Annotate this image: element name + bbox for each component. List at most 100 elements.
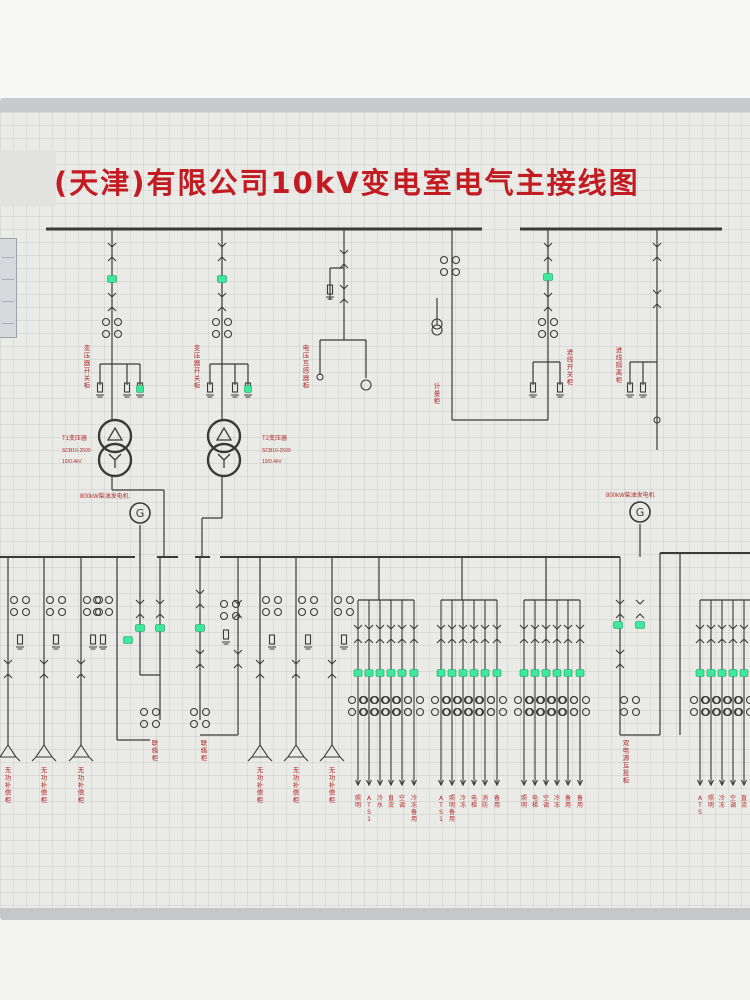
reactive-comp-6-label: 无功补偿柜 <box>329 766 336 804</box>
group2-feeder-label: 冷冻 <box>460 794 466 809</box>
breaker-symbol <box>458 624 468 644</box>
arrester-symbol <box>340 634 348 650</box>
breaker-symbol <box>652 242 662 262</box>
breaker-symbol <box>195 649 205 669</box>
svg-text:G: G <box>636 506 645 519</box>
feeder-arrow-symbol <box>521 779 527 787</box>
pt-symbol <box>360 379 372 391</box>
breaker-symbol <box>233 599 243 619</box>
arrester-symbol <box>231 382 239 398</box>
current-transformer-symbol <box>139 707 161 729</box>
current-transformer-symbol <box>569 695 591 717</box>
voltage-transformer-label: 电压互感器柜 <box>303 343 310 390</box>
feeder-arrow-symbol <box>741 779 747 787</box>
group1-feeder-label: 照明 <box>355 795 361 809</box>
arrester-symbol <box>326 284 334 300</box>
group2-feeder-label: 照明备用 <box>449 795 455 823</box>
breaker-status-indicator <box>695 669 705 677</box>
breaker-symbol <box>519 624 529 644</box>
group3-feeder-label: 备用 <box>577 794 583 809</box>
current-transformer-symbol <box>711 695 733 717</box>
breaker-symbol <box>706 624 716 644</box>
svg-text:G: G <box>136 507 145 520</box>
breaker-symbol <box>543 292 553 312</box>
breaker-symbol <box>327 659 337 679</box>
arrester-symbol <box>16 634 24 650</box>
arrester-symbol <box>304 634 312 650</box>
capacitor-bank-symbol <box>0 744 21 762</box>
current-transformer-symbol <box>486 695 508 717</box>
feeder-arrow-symbol <box>399 779 405 787</box>
reactive-comp-2-label: 无功补偿柜 <box>41 766 48 804</box>
breaker-symbol <box>255 659 265 679</box>
current-transformer-symbol <box>537 317 559 339</box>
feeder-arrow-symbol <box>554 779 560 787</box>
metering-cabinet-label: 计量柜 <box>434 381 441 405</box>
breaker-symbol <box>195 589 205 609</box>
group3-feeder-label: 照明 <box>521 795 527 809</box>
breaker-status-indicator <box>123 636 133 644</box>
feeder-arrow-symbol <box>577 779 583 787</box>
breaker-symbol <box>217 242 227 262</box>
breaker-symbol <box>353 624 363 644</box>
generator-right-label: 800kW柴油发电机 <box>606 491 655 499</box>
breaker-status-indicator <box>364 669 374 677</box>
feeder-arrow-symbol <box>565 779 571 787</box>
arrester-symbol <box>123 382 131 398</box>
breaker-symbol <box>615 649 625 669</box>
breaker-symbol <box>652 289 662 309</box>
incoming-isolation-label: 进线隔离柜 <box>616 346 623 384</box>
feeder-arrow-symbol <box>494 779 500 787</box>
transformer-switch-1-label: 变压器开关柜 <box>84 343 91 390</box>
group2-feeder-label: 消防 <box>482 794 488 809</box>
breaker-symbol <box>530 624 540 644</box>
breaker-status-indicator <box>530 669 540 677</box>
breaker-symbol <box>469 624 479 644</box>
arrester-symbol <box>529 382 537 398</box>
breaker-symbol <box>739 624 749 644</box>
breaker-symbol <box>480 624 490 644</box>
breaker-status-indicator <box>469 669 479 677</box>
breaker-symbol <box>217 292 227 312</box>
feeder-arrow-symbol <box>411 779 417 787</box>
breaker-status-indicator <box>563 669 573 677</box>
t2-voltage-label: 10/0.4kV <box>262 459 282 465</box>
breaker-symbol <box>563 624 573 644</box>
breaker-symbol <box>291 659 301 679</box>
breaker-symbol <box>552 624 562 644</box>
breaker-status-indicator <box>244 385 252 393</box>
group3-feeder-label: 备用 <box>565 794 571 809</box>
arrester-symbol <box>268 634 276 650</box>
breaker-symbol <box>375 624 385 644</box>
breaker-status-indicator <box>728 669 738 677</box>
breaker-status-indicator <box>552 669 562 677</box>
arrester-symbol <box>99 634 107 650</box>
capacitor-bank-symbol <box>247 744 273 762</box>
group3-feeder-label: 电梯 <box>532 794 538 809</box>
group4-feeder-label: 冷冻 <box>719 794 725 809</box>
breaker-symbol <box>436 624 446 644</box>
breaker-symbol <box>728 624 738 644</box>
feeder-arrow-symbol <box>697 779 703 787</box>
breaker-status-indicator <box>436 669 446 677</box>
t2-name-label: T2变压器 <box>262 434 287 442</box>
capacitor-bank-symbol <box>319 744 345 762</box>
breaker-status-indicator <box>353 669 363 677</box>
group4-feeder-label: 照明 <box>708 795 714 809</box>
isolation-switch-symbol <box>653 416 661 424</box>
breaker-status-indicator <box>717 669 727 677</box>
breaker-status-indicator <box>613 621 623 629</box>
generator-right: G <box>629 501 651 523</box>
breaker-symbol <box>492 624 502 644</box>
current-transformer-symbol <box>219 599 241 621</box>
current-transformer-symbol <box>101 317 123 339</box>
current-transformer-symbol <box>92 595 114 617</box>
arrester-symbol <box>89 634 97 650</box>
group1-feeder-label: 空调 <box>399 794 405 809</box>
breaker-symbol <box>76 659 86 679</box>
reactive-comp-4-label: 无功补偿柜 <box>257 766 264 804</box>
arrester-symbol <box>52 634 60 650</box>
breaker-symbol <box>339 284 349 304</box>
breaker-status-indicator <box>519 669 529 677</box>
